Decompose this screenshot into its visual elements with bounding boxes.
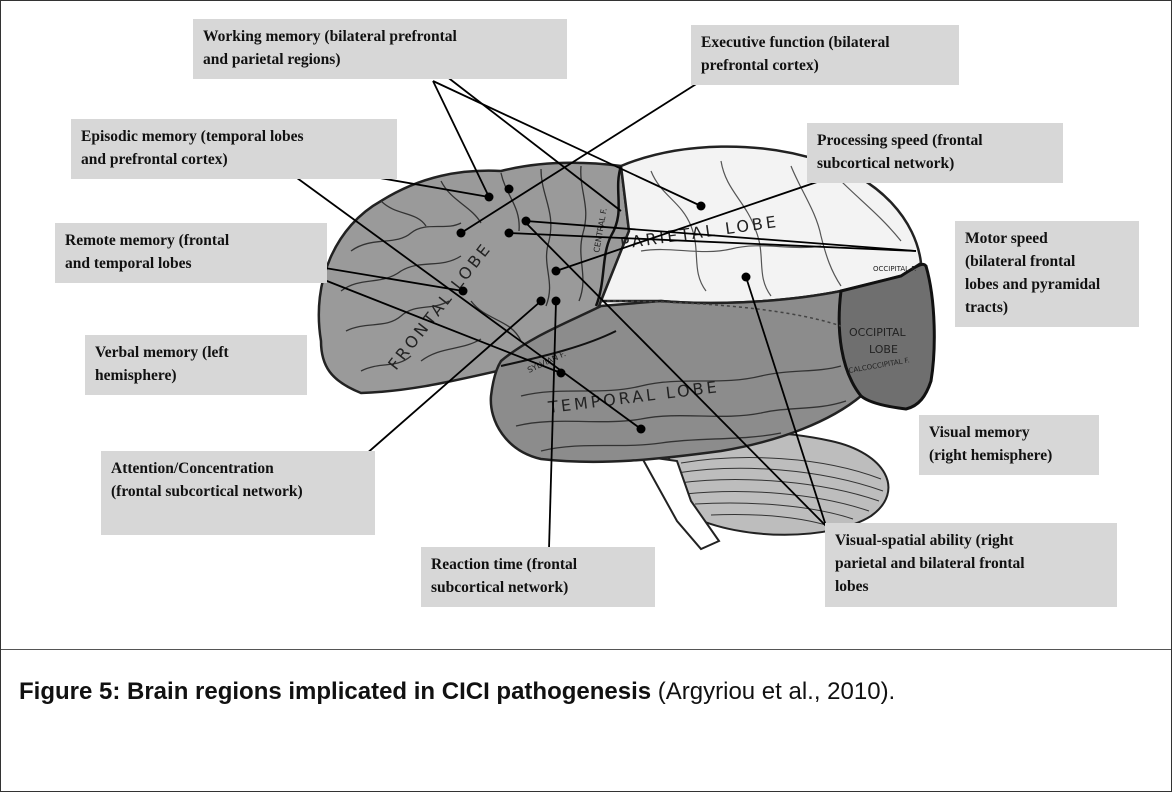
label-working-memory: Working memory (bilateral prefrontal and… [193,19,567,79]
parietal-gyri [640,160,902,297]
region-dots [456,184,751,434]
label-reaction-time: Reaction time (frontal subcortical netwo… [421,547,655,607]
label-visual-spatial: Visual-spatial ability (right parietal a… [825,523,1117,607]
label-episodic-memory: Episodic memory (temporal lobes and pref… [71,119,397,179]
occipital-lobe-text-1: OCCIPITAL [849,326,907,339]
caption-title: Figure 5: Brain regions implicated in CI… [19,678,652,705]
figure-caption: Figure 5: Brain regions implicated in CI… [19,677,1139,707]
label-verbal-memory: Verbal memory (left hemisphere) [85,335,307,395]
caption-citation: (Argyriou et al., 2010). [651,678,896,705]
temporal-gyri [515,365,847,452]
label-motor-speed: Motor speed (bilateral frontal lobes and… [955,221,1139,327]
cerebellum [661,431,890,536]
brain-figure: FRONTAL LOBE PARIETAL LOBE TEMPORAL LOBE… [1,1,1171,650]
brainstem [639,454,721,551]
label-attention: Attention/Concentration (frontal subcort… [101,451,375,535]
brain-diagram: FRONTAL LOBE PARIETAL LOBE TEMPORAL LOBE… [270,75,936,551]
occipital-lobe [837,262,936,411]
label-processing-speed: Processing speed (frontal subcortical ne… [807,123,1063,183]
label-visual-memory: Visual memory (right hemisphere) [919,415,1099,475]
occipital-f-text: OCCIPITAL F. [873,265,916,273]
occipital-lobe-text-2: LOBE [869,343,898,356]
label-remote-memory: Remote memory (frontal and temporal lobe… [55,223,327,283]
leader-lines [270,75,917,550]
label-executive-function: Executive function (bilateral prefrontal… [691,25,959,85]
